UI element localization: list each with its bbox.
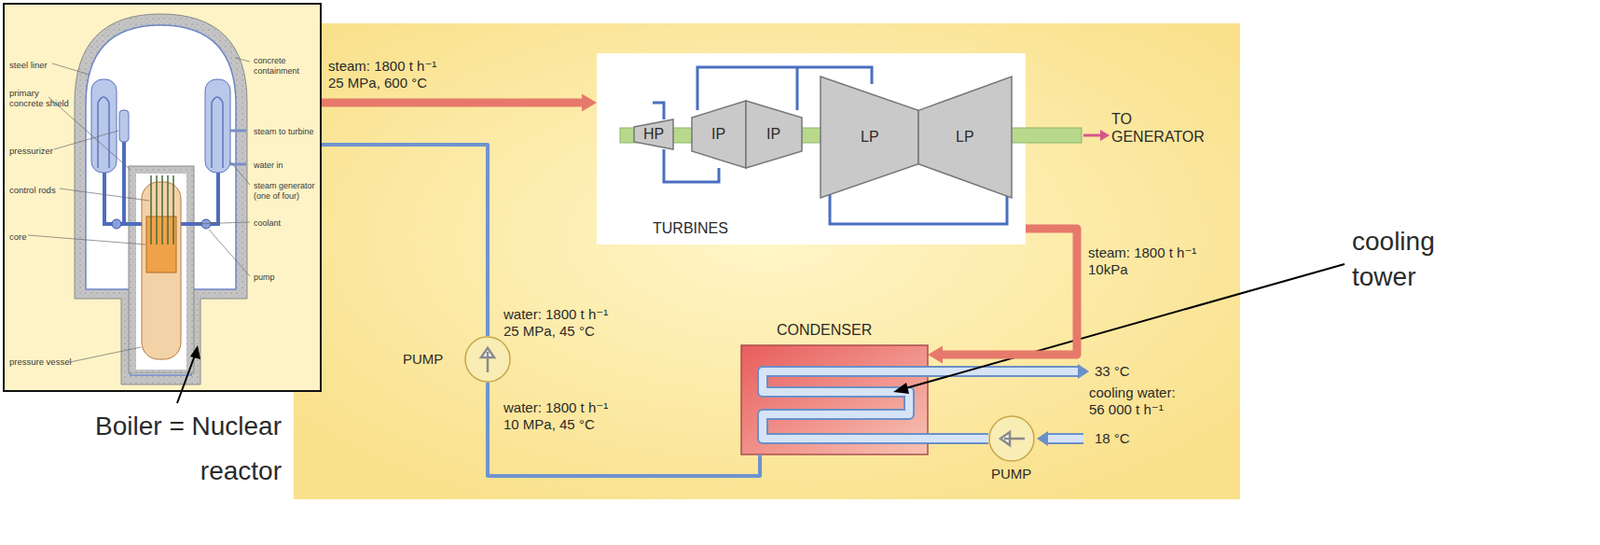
part-label: coolant bbox=[253, 218, 325, 229]
primary-shield bbox=[128, 165, 194, 373]
control-rods bbox=[151, 175, 174, 245]
shield-cavity bbox=[136, 173, 187, 370]
part-label: primary concrete shield bbox=[9, 87, 75, 110]
turbine-stage: LP bbox=[918, 76, 1012, 198]
cooling-inlet bbox=[1046, 432, 1084, 444]
turbine-stage: HP bbox=[634, 119, 674, 150]
steam-generator bbox=[205, 79, 231, 173]
turbine-stage: LP bbox=[820, 76, 919, 198]
stage-name: LP bbox=[955, 127, 975, 146]
part-label: pump bbox=[253, 272, 325, 283]
part-label: core bbox=[9, 231, 75, 242]
stage-name: IP bbox=[766, 124, 781, 143]
turbine-body bbox=[918, 76, 1012, 198]
stage-name: LP bbox=[860, 127, 880, 146]
reactor-pipes bbox=[230, 130, 247, 165]
pipe-connector bbox=[321, 98, 582, 108]
steel-liner bbox=[85, 25, 236, 375]
node-title: PUMP bbox=[402, 350, 443, 368]
arrow-head bbox=[1036, 430, 1049, 446]
generator-arrow bbox=[1083, 134, 1103, 138]
temperature: 33 °C bbox=[1094, 362, 1131, 380]
pump-body bbox=[465, 336, 511, 382]
arrow-head bbox=[927, 344, 943, 363]
pipe-connector bbox=[487, 382, 760, 476]
leader-line bbox=[177, 352, 196, 403]
coolant-pipe bbox=[104, 141, 219, 224]
turbine-stage: IP bbox=[691, 100, 746, 168]
stage-name: IP bbox=[711, 124, 726, 143]
pump: PUMP bbox=[464, 335, 511, 383]
flow-label: steam: 1800 t h⁻¹ 10kPa bbox=[1088, 244, 1206, 278]
callout: Boiler = Nuclear reactor bbox=[26, 403, 282, 494]
pipe-connector bbox=[927, 432, 989, 444]
part-label: pressure vessel bbox=[9, 356, 75, 367]
node-title: TURBINES bbox=[652, 219, 729, 237]
steam-generator bbox=[91, 79, 117, 173]
leader-line bbox=[902, 263, 1345, 389]
arrow-head bbox=[190, 344, 201, 359]
coolant-pump bbox=[111, 219, 122, 229]
pump-outline bbox=[988, 414, 1035, 462]
turbine-housing: TURBINES HP IP IP LP LP bbox=[596, 53, 1026, 245]
part-label: concrete containment bbox=[253, 55, 325, 77]
turbine-body bbox=[634, 119, 674, 150]
callout: cooling tower bbox=[1351, 223, 1460, 295]
arrow-head bbox=[1100, 129, 1110, 141]
pressure-vessel bbox=[141, 181, 181, 359]
part-label: steam to turbine bbox=[253, 126, 325, 138]
part-label: pressurizer bbox=[9, 145, 75, 156]
node-title: CONDENSER bbox=[776, 320, 872, 339]
turbine-stage: IP bbox=[745, 100, 802, 168]
arrow-head bbox=[581, 93, 597, 111]
pipe-core bbox=[927, 434, 989, 442]
turbine-panel bbox=[596, 53, 1026, 245]
reactor-inset: steel liner concrete containment primary c… bbox=[2, 2, 322, 392]
node-title: PUMP bbox=[991, 465, 1032, 483]
concrete-containment bbox=[74, 13, 248, 385]
arrow-head bbox=[893, 382, 910, 394]
flow-label: water: 1800 t h⁻¹ 10 MPa, 45 °C bbox=[503, 399, 621, 433]
background-panel bbox=[293, 23, 1241, 499]
pipe-connector bbox=[942, 228, 1077, 355]
part-label: control rods bbox=[9, 184, 75, 195]
flow-label: water: 1800 t h⁻¹ 25 MPa, 45 °C bbox=[503, 305, 621, 340]
pressurizer bbox=[119, 110, 129, 142]
output-label: TO GENERATOR bbox=[1111, 110, 1214, 146]
pump-body bbox=[989, 415, 1035, 461]
condenser: CONDENSER bbox=[741, 344, 928, 455]
pump-outline bbox=[464, 335, 511, 383]
turbine-body bbox=[691, 100, 746, 168]
turbine-body bbox=[820, 76, 919, 198]
pump-arrow bbox=[1000, 431, 1025, 445]
pipe-connector bbox=[321, 144, 488, 336]
part-label: steam generator (one of four) bbox=[253, 180, 325, 202]
flow-label: cooling water: 56 000 t h⁻¹ bbox=[1089, 384, 1194, 418]
part-label: water in bbox=[253, 160, 325, 171]
part-label: steel liner bbox=[9, 59, 75, 70]
turbine-body bbox=[745, 100, 802, 168]
pump-arrow bbox=[481, 347, 495, 373]
flow-label: steam: 1800 t h⁻¹ 25 MPa, 600 °C bbox=[328, 57, 446, 92]
arrow-head bbox=[1077, 363, 1090, 379]
temperature: 18 °C bbox=[1094, 429, 1131, 447]
cooling-inlet bbox=[1046, 434, 1084, 442]
stage-name: HP bbox=[643, 124, 664, 143]
pump: PUMP bbox=[988, 414, 1035, 462]
